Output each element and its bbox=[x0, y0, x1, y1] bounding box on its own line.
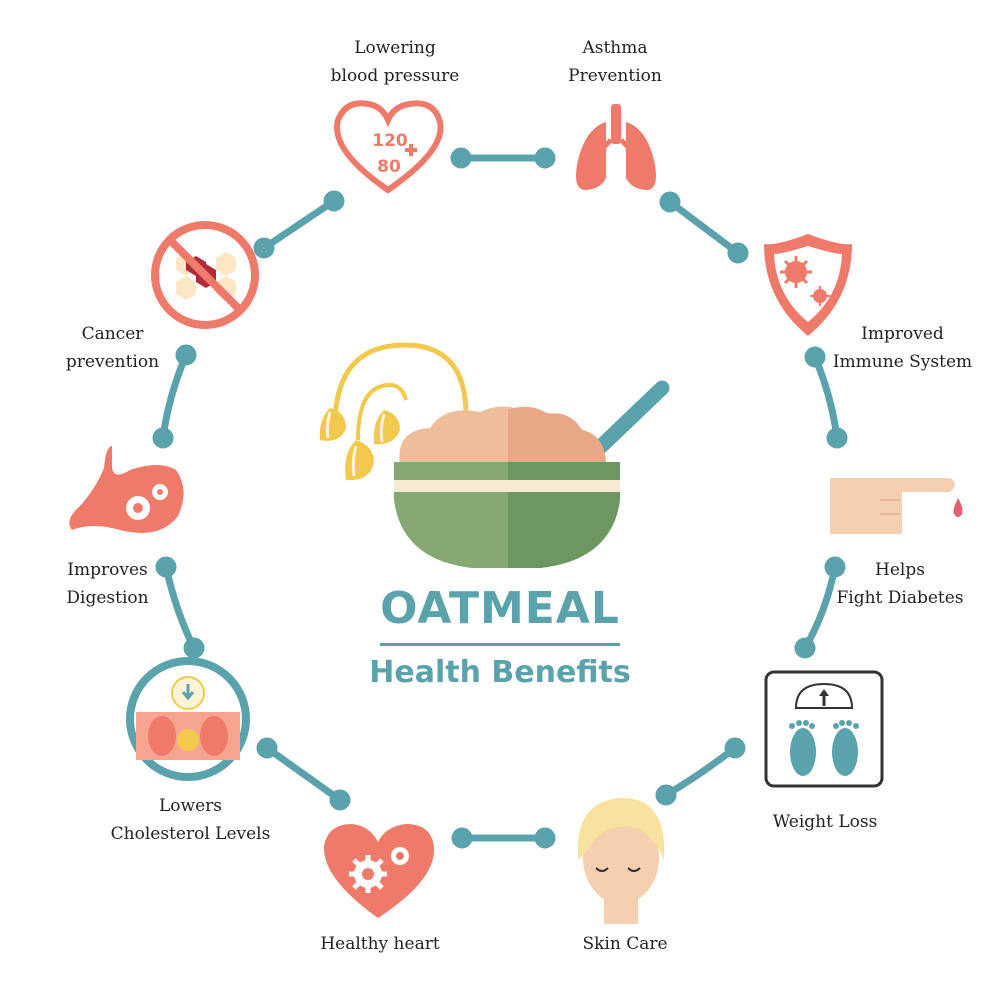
connector-bp-asthma bbox=[450, 147, 556, 169]
connector-diabetes-weight bbox=[794, 556, 846, 659]
connector-asthma-immune bbox=[659, 191, 749, 264]
connector-weight-skin bbox=[655, 737, 746, 806]
connector-immune-diabetes bbox=[804, 346, 848, 449]
face-icon bbox=[577, 798, 665, 924]
shield-virus-icon bbox=[764, 234, 852, 336]
artery-icon bbox=[126, 657, 250, 781]
bp-diastolic: 80 bbox=[377, 157, 401, 177]
connector-cancer-bp bbox=[253, 190, 345, 259]
oatmeal-bowl-icon bbox=[319, 342, 670, 568]
label-weight-loss: Weight Loss bbox=[772, 812, 878, 832]
heart-blood-pressure-icon: 120 80 bbox=[334, 100, 444, 194]
label-healthy-heart: Healthy heart bbox=[320, 934, 440, 954]
label-skin-care: Skin Care bbox=[582, 934, 668, 954]
connector-cholesterol-digestion bbox=[155, 556, 205, 659]
connector-heart-cholesterol bbox=[256, 737, 351, 811]
no-cancer-icon bbox=[151, 221, 259, 329]
finger-blood-drop-icon bbox=[830, 478, 963, 534]
lungs-icon bbox=[576, 104, 656, 190]
title-divider bbox=[380, 643, 620, 646]
page-title: OATMEAL bbox=[380, 583, 620, 634]
stomach-gears-icon bbox=[69, 446, 184, 533]
connector-skin-heart bbox=[451, 827, 556, 849]
connector-digestion-cancer bbox=[152, 344, 197, 449]
heart-gears-icon bbox=[323, 824, 435, 918]
connectors bbox=[152, 147, 848, 849]
scale-icon bbox=[764, 670, 884, 788]
bp-systolic: 120 bbox=[372, 131, 408, 151]
page-subtitle: Health Benefits bbox=[369, 655, 631, 690]
